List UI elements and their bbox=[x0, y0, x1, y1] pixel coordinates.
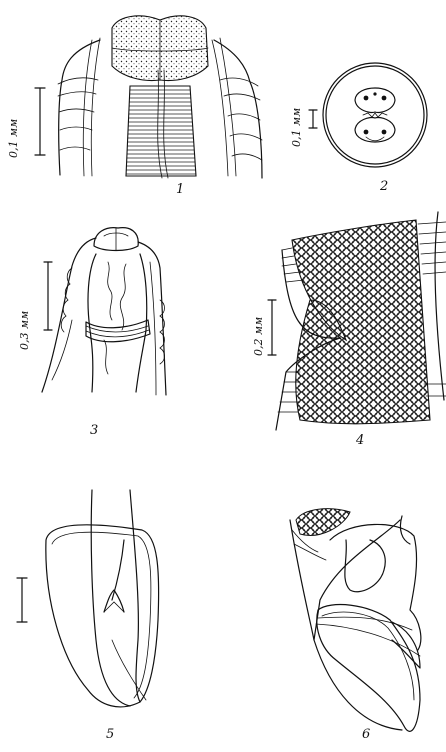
figure-2-scale-label: 0,1 мм bbox=[290, 108, 303, 147]
figure-3-lateral-view-drawing bbox=[41, 227, 167, 396]
figure-3-scale-label: 0,3 мм bbox=[18, 311, 31, 350]
figure-4-scale-label: 0,2 мм bbox=[252, 317, 265, 356]
figure-6-number: 6 bbox=[362, 727, 370, 742]
figure-2-apical-view-drawing bbox=[308, 62, 428, 168]
figure-2-number: 2 bbox=[379, 179, 388, 194]
figure-4-vulva-region-drawing bbox=[267, 211, 446, 431]
figure-1-anterior-end-drawing bbox=[34, 15, 263, 179]
figure-1-number: 1 bbox=[176, 182, 184, 197]
figure-5-number: 5 bbox=[106, 727, 114, 742]
figure-1-scale-label: 0,1 мм bbox=[7, 119, 20, 158]
figure-4-number: 4 bbox=[355, 433, 364, 448]
figure-6-tail-lateral-drawing bbox=[289, 508, 422, 732]
figure-3-number: 3 bbox=[90, 423, 98, 438]
figure-5-tail-ventral-drawing bbox=[16, 489, 160, 708]
